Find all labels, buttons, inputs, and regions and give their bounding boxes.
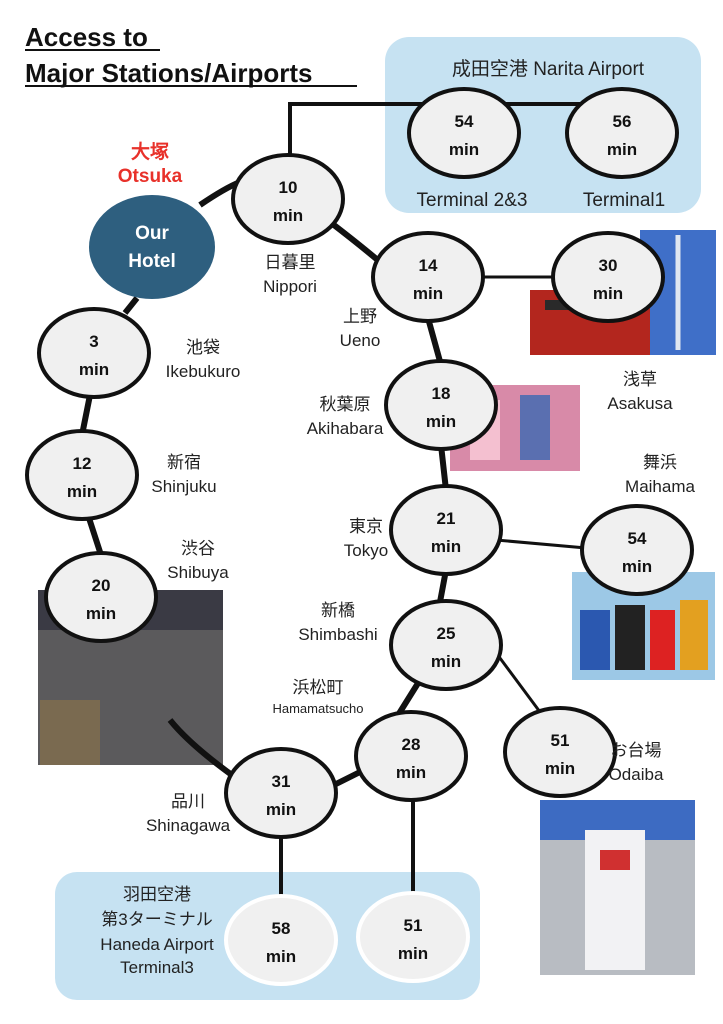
- travel-time-unit: min: [266, 947, 296, 966]
- travel-time-unit: min: [396, 763, 426, 782]
- travel-time-unit: min: [431, 537, 461, 556]
- station-node-odaiba: [503, 706, 617, 798]
- hotel-name-en: Otsuka: [118, 166, 183, 187]
- station-node-shimbashi: [389, 599, 503, 691]
- travel-time-ikebukuro: 3: [89, 332, 98, 351]
- narita-t1-label: Terminal1: [583, 190, 665, 211]
- station-node-shinjuku: [25, 429, 139, 521]
- svg-text:第3ターミナル: 第3ターミナル: [101, 910, 212, 929]
- title-line1: Access to: [25, 22, 148, 52]
- maihama-line: [495, 538, 587, 550]
- station-name-jp-asakusa: 浅草: [623, 370, 657, 389]
- travel-time-asakusa: 30: [599, 256, 618, 275]
- svg-text:羽田空港: 羽田空港: [123, 885, 191, 904]
- narita-line: [288, 102, 624, 160]
- station-name-jp-ueno: 上野: [343, 307, 377, 326]
- station-node-narita-t1: [565, 87, 679, 179]
- travel-time-narita-t1: 56: [613, 112, 632, 131]
- svg-text:Haneda Airport: Haneda Airport: [100, 935, 214, 954]
- station-name-en-odaiba: Odaiba: [609, 765, 664, 784]
- our-hotel-node: [89, 195, 215, 299]
- travel-time-odaiba: 51: [551, 731, 570, 750]
- station-name-en-hamamatsucho: Hamamatsucho: [272, 701, 363, 716]
- hotel-name-jp: 大塚: [131, 140, 169, 163]
- station-name-en-shibuya: Shibuya: [167, 563, 229, 582]
- travel-time-nippori: 10: [279, 178, 298, 197]
- station-name-jp-shinagawa: 品川: [171, 792, 205, 811]
- station-name-jp-ikebukuro: 池袋: [186, 338, 220, 357]
- travel-time-hamamatsucho: 28: [402, 735, 421, 754]
- narita-title: 成田空港 Narita Airport: [452, 58, 645, 80]
- travel-time-unit: min: [79, 360, 109, 379]
- station-name-jp-hamamatsucho: 浜松町: [293, 678, 344, 697]
- station-name-en-shinjuku: Shinjuku: [151, 477, 216, 496]
- rail-lines: [79, 102, 624, 900]
- station-name-en-akihabara: Akihabara: [307, 419, 384, 438]
- travel-time-unit: min: [593, 284, 623, 303]
- travel-time-tokyo: 21: [437, 509, 456, 528]
- travel-time-unit: min: [545, 759, 575, 778]
- station-node-ueno: [371, 231, 485, 323]
- station-name-jp-maihama: 舞浜: [643, 453, 677, 472]
- station-node-hamamatsucho: [354, 710, 468, 802]
- travel-time-haneda-via-shinagawa: 58: [272, 919, 291, 938]
- travel-time-unit: min: [413, 284, 443, 303]
- station-name-en-ikebukuro: Ikebukuro: [166, 362, 241, 381]
- station-name-en-ueno: Ueno: [340, 331, 381, 350]
- travel-time-shinjuku: 12: [73, 454, 92, 473]
- station-node-akihabara: [384, 359, 498, 451]
- odaiba-line: [492, 649, 542, 713]
- station-name-jp-shibuya: 渋谷: [181, 539, 215, 558]
- travel-time-haneda-via-hamamatsucho: 51: [404, 916, 423, 935]
- travel-time-unit: min: [273, 206, 303, 225]
- travel-time-unit: min: [431, 652, 461, 671]
- travel-time-unit: min: [449, 140, 479, 159]
- travel-time-shimbashi: 25: [437, 624, 456, 643]
- odaiba-gundam-photo: [540, 800, 695, 975]
- station-node-tokyo: [389, 484, 503, 576]
- station-name-en-maihama: Maihama: [625, 477, 695, 496]
- station-name-jp-tokyo: 東京: [349, 517, 383, 536]
- station-node-haneda-via-hamamatsucho: [356, 891, 470, 983]
- station-name-en-asakusa: Asakusa: [607, 394, 673, 413]
- station-name-en-shimbashi: Shimbashi: [298, 625, 377, 644]
- title-line2: Major Stations/Airports: [25, 58, 312, 88]
- station-name-jp-akihabara: 秋葉原: [320, 395, 371, 414]
- svg-text:Terminal3: Terminal3: [120, 958, 194, 977]
- station-node-narita-t23: [407, 87, 521, 179]
- station-name-jp-shinjuku: 新宿: [167, 453, 201, 472]
- station-node-shinagawa: [224, 747, 338, 839]
- station-node-maihama: [580, 504, 694, 596]
- travel-time-shibuya: 20: [92, 576, 111, 595]
- station-name-jp-shimbashi: 新橋: [321, 601, 355, 620]
- travel-time-unit: min: [622, 557, 652, 576]
- travel-time-narita-t23: 54: [455, 112, 474, 131]
- hotel-line1: Our: [135, 223, 169, 244]
- station-node-asakusa: [551, 231, 665, 323]
- narita-t23-label: Terminal 2&3: [417, 190, 528, 211]
- travel-time-akihabara: 18: [432, 384, 451, 403]
- station-node-shibuya: [44, 551, 158, 643]
- station-node-haneda-via-shinagawa: [224, 894, 338, 986]
- travel-time-unit: min: [426, 412, 456, 431]
- station-node-nippori: [231, 153, 345, 245]
- travel-time-shinagawa: 31: [272, 772, 291, 791]
- travel-time-ueno: 14: [419, 256, 438, 275]
- station-name-jp-odaiba: お台場: [611, 741, 662, 760]
- yamanote-loop: [79, 179, 449, 791]
- haneda-label: 羽田空港 第3ターミナル Haneda Airport Terminal3: [100, 885, 214, 977]
- travel-time-unit: min: [67, 482, 97, 501]
- travel-time-maihama: 54: [628, 529, 647, 548]
- travel-time-unit: min: [607, 140, 637, 159]
- station-name-en-shinagawa: Shinagawa: [146, 816, 231, 835]
- travel-time-unit: min: [86, 604, 116, 623]
- station-name-en-nippori: Nippori: [263, 277, 317, 296]
- hotel-line2: Hotel: [128, 251, 176, 272]
- maihama-photo: [572, 572, 715, 680]
- station-name-jp-nippori: 日暮里: [265, 253, 316, 272]
- travel-time-unit: min: [398, 944, 428, 963]
- station-node-ikebukuro: [37, 307, 151, 399]
- travel-time-unit: min: [266, 800, 296, 819]
- station-name-en-tokyo: Tokyo: [344, 541, 388, 560]
